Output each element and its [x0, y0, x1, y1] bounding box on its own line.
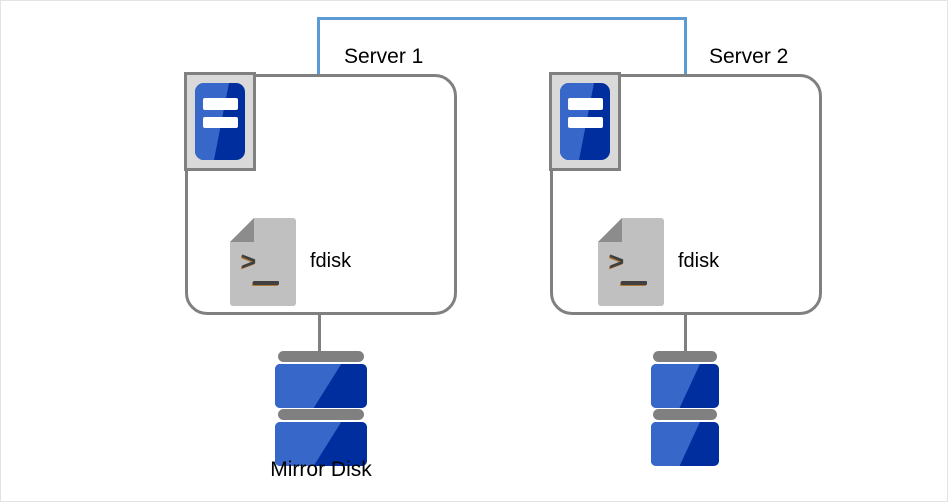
- disk-stack-server-1: [275, 351, 367, 466]
- server-box-server-2: [550, 74, 822, 315]
- fdisk-tool-server-2: > fdisk: [598, 218, 778, 310]
- server-rack-icon-slot-2: [202, 116, 238, 129]
- server-2-title: Server 2: [709, 45, 789, 68]
- server-2-to-disk-connector: [684, 315, 687, 354]
- prompt-chevron-icon: >: [609, 246, 625, 276]
- interconnect-link-right-vertical: [684, 17, 687, 75]
- fdisk-label-server-1: fdisk: [310, 250, 352, 272]
- disk-body-upper: [651, 364, 719, 408]
- prompt-cursor-icon: [621, 281, 647, 285]
- server-1-title: Server 1: [344, 45, 424, 68]
- fdisk-tool-server-1: > fdisk: [230, 218, 410, 310]
- server-rack-icon-slot-2: [567, 116, 603, 129]
- disk-body-lower: [275, 422, 367, 466]
- interconnect-link-left-vertical: [317, 17, 320, 75]
- server-rack-icon-server-1: [184, 72, 256, 171]
- fdisk-label-server-2: fdisk: [678, 250, 720, 272]
- prompt-cursor-icon: [253, 281, 279, 285]
- server-rack-icon-body: [195, 83, 245, 160]
- terminal-document-icon: [598, 218, 664, 306]
- prompt-chevron-icon: >: [241, 246, 257, 276]
- mirror-disk-label: Mirror Disk: [270, 458, 372, 481]
- disk-plate-middle: [278, 409, 364, 420]
- disk-plate-middle: [653, 409, 717, 420]
- terminal-document-icon: [230, 218, 296, 306]
- document-fold-corner-icon: [230, 218, 254, 242]
- server-rack-icon-slot-1: [202, 98, 238, 110]
- disk-body-upper: [275, 364, 367, 408]
- disk-stack-server-2: [651, 351, 719, 466]
- disk-body-lower: [651, 422, 719, 466]
- disk-plate-top: [278, 351, 364, 362]
- interconnect-link-horizontal: [317, 17, 687, 20]
- disk-plate-top: [653, 351, 717, 362]
- document-fold-corner-icon: [598, 218, 622, 242]
- server-rack-icon-server-2: [549, 72, 621, 171]
- server-1-to-disk-connector: [318, 315, 321, 354]
- server-rack-icon-body: [560, 83, 610, 160]
- server-rack-icon-slot-1: [567, 98, 603, 110]
